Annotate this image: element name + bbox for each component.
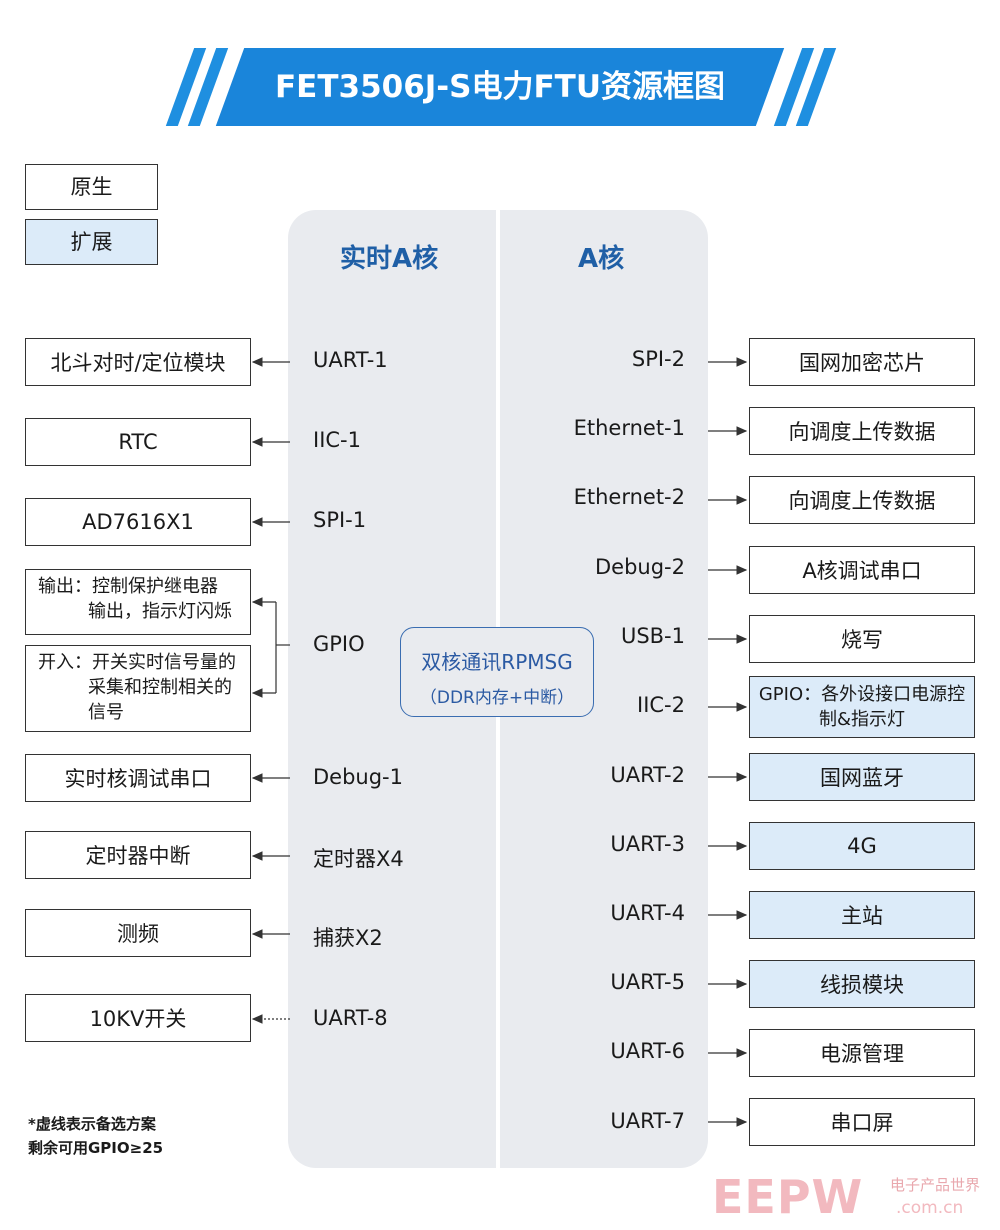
iface-iic-1: IIC-1: [313, 428, 361, 452]
gpio-input-box: 开入：开关实时信号量的 采集和控制相关的 信号: [25, 645, 251, 732]
iface-ethernet-1: Ethernet-1: [573, 416, 685, 440]
iface-iic-2: IIC-2: [637, 693, 685, 717]
title-banner: FET3506J-S电力FTU资源框图: [165, 48, 837, 126]
legend-native: 原生: [25, 164, 158, 210]
rpmsg-subtitle: （DDR内存+中断）: [419, 688, 575, 708]
gpio-output-line1: 输出：控制保护继电器: [38, 576, 218, 597]
iface-uart-3: UART-3: [610, 832, 685, 856]
iface-uart-8: UART-8: [313, 1006, 388, 1030]
device-upload-2: 向调度上传数据: [749, 476, 975, 524]
footnote-line1: *虚线表示备选方案: [28, 1115, 156, 1133]
iface-uart-1: UART-1: [313, 348, 388, 372]
iface-usb-1: USB-1: [620, 624, 685, 648]
device-rt-debug: 实时核调试串口: [25, 754, 251, 802]
iface-debug-1: Debug-1: [313, 765, 403, 789]
eepw-logo: EEPW 电子产品世界 .com.cn: [706, 1168, 1000, 1230]
iface-capture: 捕获X2: [313, 926, 383, 950]
device-freq: 测频: [25, 909, 251, 957]
device-master-station: 主站: [749, 891, 975, 939]
device-power-mgmt: 电源管理: [749, 1029, 975, 1077]
diagram-title: FET3506J-S电力FTU资源框图: [275, 69, 725, 105]
device-encryption-chip: 国网加密芯片: [749, 338, 975, 386]
footnote: *虚线表示备选方案 剩余可用GPIO≥25: [28, 1112, 163, 1160]
iface-uart-6: UART-6: [610, 1039, 685, 1063]
rt-core-title: 实时A核: [340, 244, 439, 274]
iface-gpio: GPIO: [313, 632, 365, 656]
device-10kv-switch: 10KV开关: [25, 994, 251, 1042]
logo-site: .com.cn: [896, 1198, 964, 1218]
device-a-debug: A核调试串口: [749, 546, 975, 594]
iface-uart-4: UART-4: [610, 901, 685, 925]
device-upload-1: 向调度上传数据: [749, 407, 975, 455]
iface-debug-2: Debug-2: [595, 555, 685, 579]
device-gpio-power: GPIO：各外设接口电源控制&指示灯: [749, 676, 975, 738]
gpio-input-line1: 开入：开关实时信号量的: [38, 652, 236, 673]
device-line-loss: 线损模块: [749, 960, 975, 1008]
device-beidou: 北斗对时/定位模块: [25, 338, 251, 386]
rpmsg-box: 双核通讯RPMSG （DDR内存+中断）: [400, 627, 594, 717]
logo-tagline: 电子产品世界: [890, 1176, 981, 1194]
device-4g: 4G: [749, 822, 975, 870]
iface-uart-7: UART-7: [610, 1109, 685, 1133]
gpio-input-line2: 采集和控制相关的: [88, 677, 232, 698]
device-bluetooth: 国网蓝牙: [749, 753, 975, 801]
gpio-input-line3: 信号: [88, 702, 124, 723]
device-ad7616: AD7616X1: [25, 498, 251, 546]
logo-brand: EEPW: [712, 1170, 864, 1224]
footnote-line2: 剩余可用GPIO≥25: [28, 1139, 164, 1157]
device-serial-screen: 串口屏: [749, 1098, 975, 1146]
iface-ethernet-2: Ethernet-2: [573, 485, 685, 509]
iface-timer: 定时器X4: [313, 847, 404, 871]
a-core-title: A核: [578, 244, 625, 274]
rpmsg-title: 双核通讯RPMSG: [421, 650, 573, 674]
device-burn: 烧写: [749, 615, 975, 663]
iface-spi-2: SPI-2: [631, 347, 685, 371]
gpio-output-line2: 输出，指示灯闪烁: [88, 601, 232, 622]
iface-spi-1: SPI-1: [313, 508, 367, 532]
legend-extended: 扩展: [25, 219, 158, 265]
device-timer-irq: 定时器中断: [25, 831, 251, 879]
iface-uart-2: UART-2: [610, 763, 685, 787]
gpio-output-box: 输出：控制保护继电器 输出，指示灯闪烁: [25, 569, 251, 635]
iface-uart-5: UART-5: [610, 970, 685, 994]
device-rtc: RTC: [25, 418, 251, 466]
